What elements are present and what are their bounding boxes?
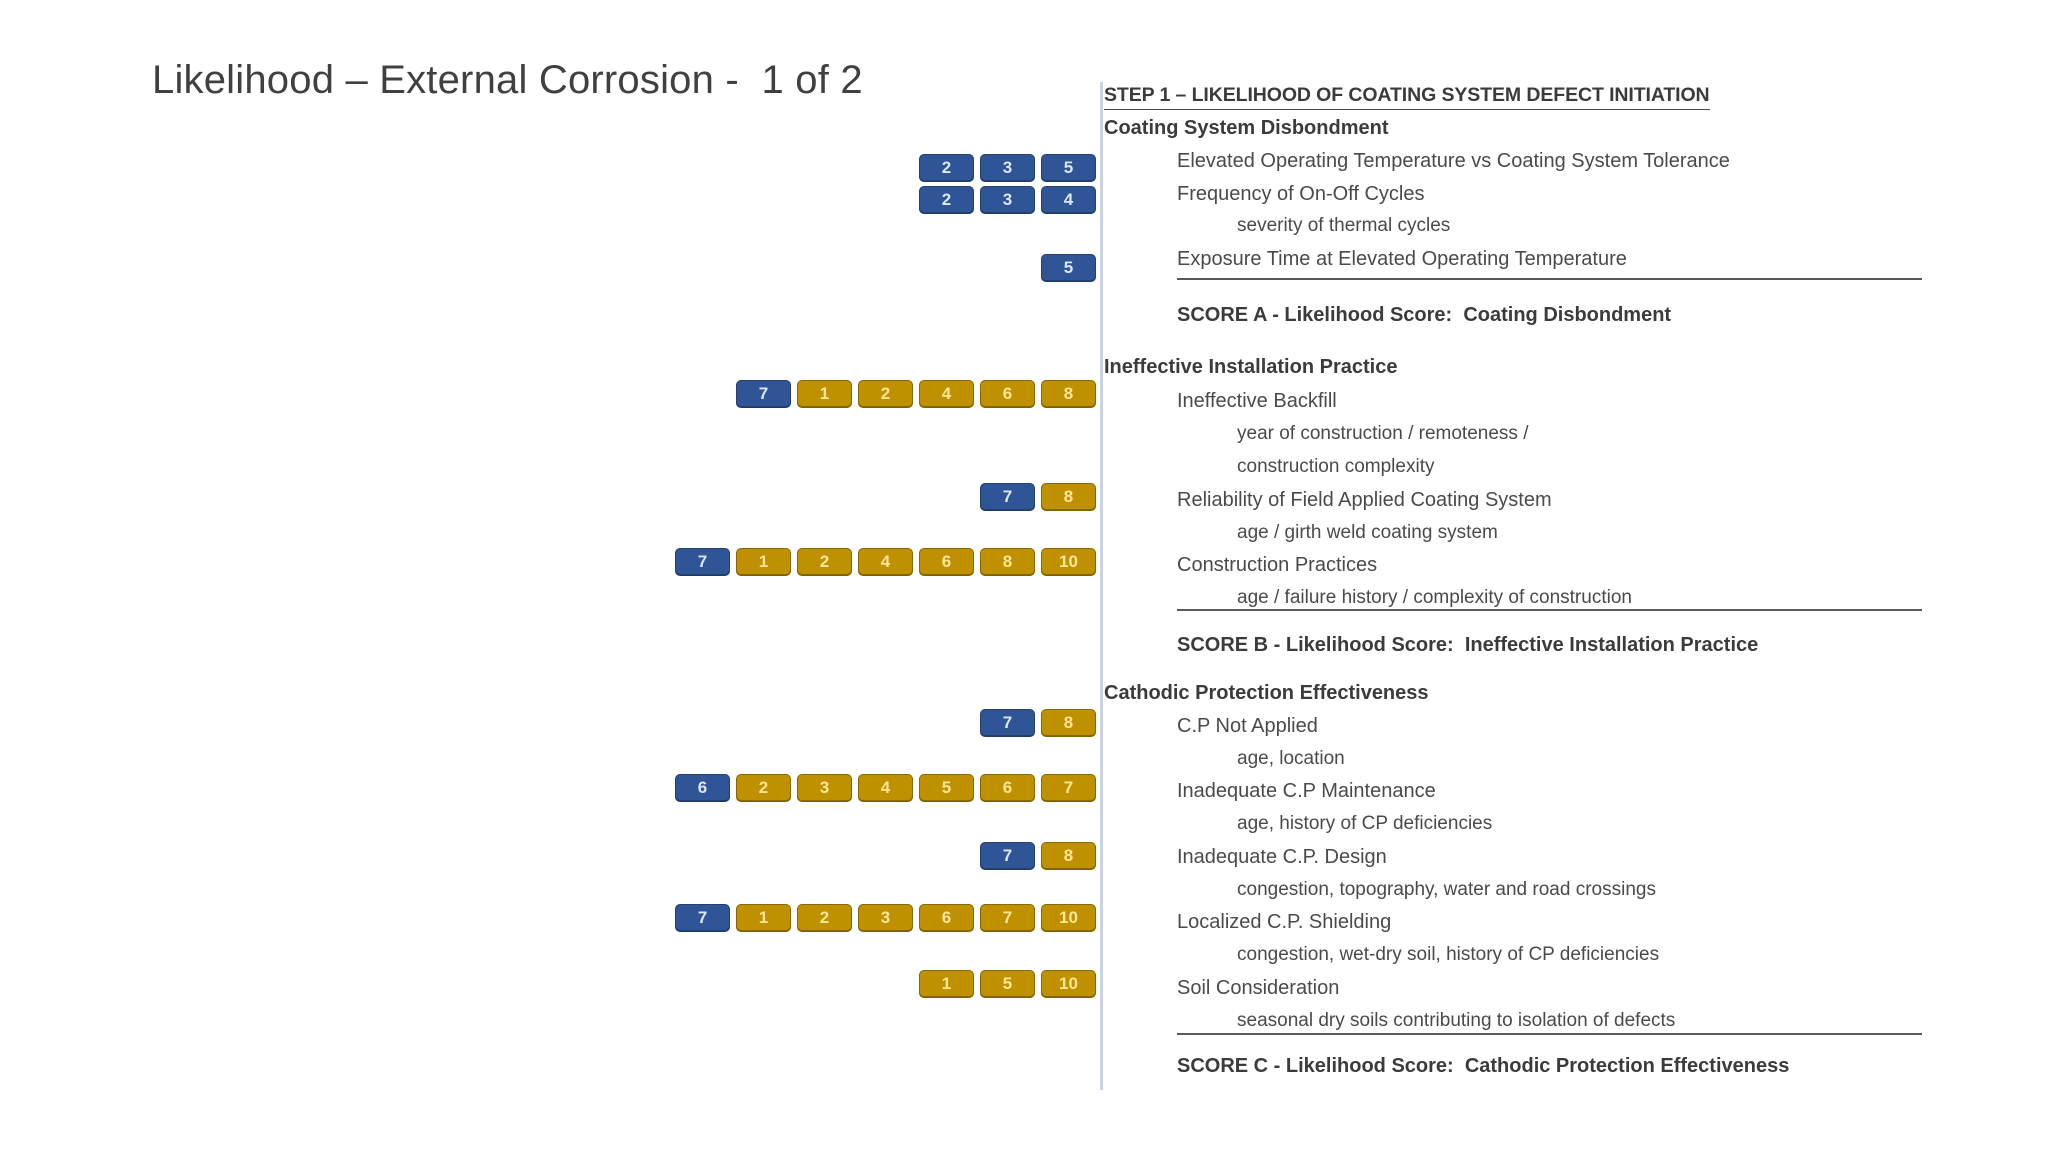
step-heading: STEP 1 – LIKELIHOOD OF COATING SYSTEM DE… bbox=[1104, 84, 1710, 110]
score-box[interactable]: 5 bbox=[1041, 154, 1096, 181]
score-box[interactable]: 3 bbox=[858, 904, 913, 931]
score-c: SCORE C - Likelihood Score: Cathodic Pro… bbox=[1177, 1055, 1790, 1077]
score-box[interactable]: 7 bbox=[980, 483, 1035, 510]
sub-year-remoteness: year of construction / remoteness / bbox=[1237, 423, 1529, 444]
score-b: SCORE B - Likelihood Score: Ineffective … bbox=[1177, 634, 1759, 656]
score-box[interactable]: 5 bbox=[919, 774, 974, 801]
rule-after-coating-section bbox=[1177, 278, 1922, 280]
score-box[interactable]: 6 bbox=[980, 380, 1035, 407]
sub-failure-history: age / failure history / complexity of co… bbox=[1237, 587, 1632, 608]
score-box[interactable]: 2 bbox=[736, 774, 791, 801]
item-elevated-temp: Elevated Operating Temperature vs Coatin… bbox=[1177, 150, 1730, 172]
score-box[interactable]: 1 bbox=[797, 380, 852, 407]
score-box[interactable]: 1 bbox=[736, 904, 791, 931]
cat-ineffective: Ineffective Installation Practice bbox=[1104, 356, 1398, 378]
sub-seasonal-dry: seasonal dry soils contributing to isola… bbox=[1237, 1010, 1676, 1031]
rule-after-cathodic-section bbox=[1177, 1033, 1922, 1035]
score-box[interactable]: 7 bbox=[675, 904, 730, 931]
page-title: Likelihood – External Corrosion - 1 of 2 bbox=[152, 58, 863, 102]
sub-congestion-topo: congestion, topography, water and road c… bbox=[1237, 879, 1656, 900]
sub-wet-dry-soil: congestion, wet-dry soil, history of CP … bbox=[1237, 944, 1660, 965]
score-box[interactable]: 10 bbox=[1041, 970, 1096, 997]
score-box[interactable]: 6 bbox=[980, 774, 1035, 801]
score-box[interactable]: 7 bbox=[980, 842, 1035, 869]
score-box[interactable]: 8 bbox=[1041, 842, 1096, 869]
row-exposure-time: 5 bbox=[1041, 254, 1096, 281]
score-box[interactable]: 8 bbox=[1041, 709, 1096, 736]
sub-girth-weld: age / girth weld coating system bbox=[1237, 522, 1498, 543]
score-box[interactable]: 3 bbox=[980, 186, 1035, 213]
item-backfill: Ineffective Backfill bbox=[1177, 390, 1337, 412]
vertical-divider bbox=[1100, 82, 1103, 1090]
cat-coating: Coating System Disbondment bbox=[1104, 117, 1389, 139]
score-box[interactable]: 6 bbox=[919, 548, 974, 575]
score-box[interactable]: 10 bbox=[1041, 904, 1096, 931]
item-cp-shielding: Localized C.P. Shielding bbox=[1177, 911, 1392, 933]
score-box[interactable]: 4 bbox=[919, 380, 974, 407]
score-box[interactable]: 5 bbox=[980, 970, 1035, 997]
score-a: SCORE A - Likelihood Score: Coating Disb… bbox=[1177, 304, 1672, 326]
score-box[interactable]: 3 bbox=[980, 154, 1035, 181]
score-box[interactable]: 3 bbox=[797, 774, 852, 801]
score-box[interactable]: 2 bbox=[919, 186, 974, 213]
score-box[interactable]: 4 bbox=[858, 774, 913, 801]
score-box[interactable]: 2 bbox=[858, 380, 913, 407]
outline-text-column: STEP 1 – LIKELIHOOD OF COATING SYSTEM DE… bbox=[1104, 0, 2048, 1152]
score-box[interactable]: 6 bbox=[919, 904, 974, 931]
score-box[interactable]: 7 bbox=[980, 904, 1035, 931]
score-box[interactable]: 1 bbox=[919, 970, 974, 997]
item-soil: Soil Consideration bbox=[1177, 977, 1340, 999]
score-box[interactable]: 1 bbox=[736, 548, 791, 575]
score-box[interactable]: 10 bbox=[1041, 548, 1096, 575]
score-box[interactable]: 2 bbox=[797, 904, 852, 931]
score-box[interactable]: 8 bbox=[980, 548, 1035, 575]
sub-cp-deficiencies: age, history of CP deficiencies bbox=[1237, 813, 1493, 834]
score-box[interactable]: 8 bbox=[1041, 380, 1096, 407]
item-cp-design: Inadequate C.P. Design bbox=[1177, 846, 1387, 868]
sub-complexity: construction complexity bbox=[1237, 456, 1435, 477]
score-box[interactable]: 5 bbox=[1041, 254, 1096, 281]
item-cp-maintenance: Inadequate C.P Maintenance bbox=[1177, 780, 1436, 802]
sub-severity: severity of thermal cycles bbox=[1237, 215, 1451, 236]
score-box[interactable]: 4 bbox=[858, 548, 913, 575]
item-frequency: Frequency of On-Off Cycles bbox=[1177, 183, 1425, 205]
item-cp-not-applied: C.P Not Applied bbox=[1177, 715, 1318, 737]
cat-cathodic: Cathodic Protection Effectiveness bbox=[1104, 682, 1429, 704]
sub-age-location: age, location bbox=[1237, 748, 1345, 769]
rule-after-install-section bbox=[1177, 609, 1922, 611]
score-box[interactable]: 2 bbox=[797, 548, 852, 575]
score-box[interactable]: 4 bbox=[1041, 186, 1096, 213]
score-box[interactable]: 8 bbox=[1041, 483, 1096, 510]
score-box[interactable]: 7 bbox=[736, 380, 791, 407]
item-exposure: Exposure Time at Elevated Operating Temp… bbox=[1177, 248, 1627, 270]
score-box[interactable]: 6 bbox=[675, 774, 730, 801]
item-construction: Construction Practices bbox=[1177, 554, 1378, 576]
score-box[interactable]: 2 bbox=[919, 154, 974, 181]
item-reliability: Reliability of Field Applied Coating Sys… bbox=[1177, 489, 1552, 511]
score-box[interactable]: 7 bbox=[980, 709, 1035, 736]
score-box[interactable]: 7 bbox=[675, 548, 730, 575]
score-box[interactable]: 7 bbox=[1041, 774, 1096, 801]
